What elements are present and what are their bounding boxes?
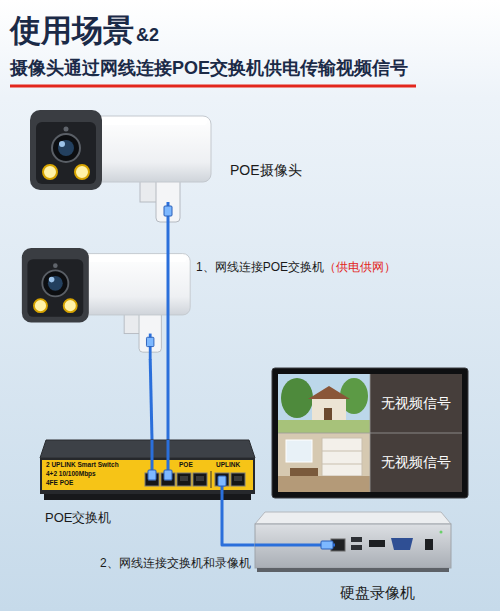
led-light	[64, 299, 77, 312]
poe-switch: POE交换机2 UPLINK Smart Switch4+2 10/100Mbp…	[40, 440, 255, 502]
camera-front	[30, 110, 102, 190]
video-recorder: 硬盘录像机	[255, 512, 451, 572]
video-cell	[370, 374, 462, 433]
house	[312, 398, 346, 420]
cell-divider	[278, 433, 462, 434]
node-heading: 硬盘录像机	[340, 584, 415, 602]
switch-panel	[42, 460, 253, 490]
camera-highlight	[88, 118, 207, 125]
monitor-frame	[272, 368, 468, 498]
ethernet-port	[231, 473, 245, 486]
screen-text: 无视频信号	[370, 433, 462, 492]
panel-text: 4FE POE	[46, 479, 73, 487]
step-note-highlight: （供电供网）	[324, 260, 396, 274]
port-label: POE	[179, 461, 193, 469]
camera-front	[22, 248, 89, 322]
poe-camera: POE摄像头	[28, 110, 213, 230]
lens-glint	[59, 141, 65, 147]
cable-plug	[218, 476, 226, 486]
port-label: UPLINK	[216, 461, 240, 469]
window	[286, 440, 312, 462]
camera-highlight	[76, 255, 187, 262]
panel-text: 2 UPLINK Smart Switch	[46, 461, 119, 469]
table	[290, 468, 318, 476]
usb-port	[351, 537, 362, 542]
camera-face	[36, 122, 96, 184]
roof	[308, 386, 350, 399]
ethernet-port	[215, 473, 229, 486]
lens-glass	[48, 276, 63, 291]
title-underline	[10, 85, 416, 88]
camera-body	[84, 116, 211, 182]
subtitle: 摄像头通过网线连接POE交换机供电传输视频信号	[10, 58, 408, 80]
lens-glass	[58, 140, 74, 156]
ethernet-port	[193, 473, 207, 486]
cable-plug	[146, 337, 153, 346]
cable-plug	[164, 206, 172, 216]
video-feed	[278, 374, 370, 433]
tree	[281, 378, 313, 418]
shelf-line	[322, 464, 362, 465]
page-title: 使用场景	[10, 12, 134, 49]
lens	[42, 270, 68, 296]
cable-plug	[148, 470, 156, 480]
panel-text: 4+2 10/100Mbps	[46, 470, 96, 478]
recorder-top	[255, 512, 451, 524]
camera-body	[72, 254, 190, 315]
title-suffix: &2	[136, 25, 159, 47]
video-cell	[370, 433, 462, 492]
cable-plug	[164, 470, 172, 480]
video-recorder-drawing	[255, 512, 451, 572]
poe-camera-illustration	[22, 248, 190, 360]
port-contact	[180, 476, 188, 481]
status-led	[440, 531, 443, 534]
power-port	[425, 539, 433, 550]
ethernet-port	[177, 473, 191, 486]
lawn	[278, 420, 370, 433]
recorder-base	[257, 568, 449, 572]
hdmi-port	[369, 540, 385, 547]
led-light	[34, 299, 47, 312]
cable-plug	[321, 541, 333, 549]
door	[324, 408, 332, 420]
led-light	[43, 165, 57, 179]
lens	[52, 134, 80, 162]
step-note: 2、网线连接交换机和录像机	[100, 556, 251, 570]
recorder-front	[255, 524, 451, 568]
node-heading: POE摄像头	[230, 162, 302, 179]
light-sensor	[53, 263, 58, 268]
camera-face	[27, 259, 83, 317]
poe-camera-drawing	[28, 110, 213, 230]
panel-divider	[211, 471, 212, 488]
led-light	[75, 165, 89, 179]
shelf-line	[322, 451, 362, 452]
screen-text: 无视频信号	[370, 374, 462, 433]
lens-glint	[49, 277, 55, 283]
network-cable	[150, 359, 152, 440]
monitor: 无视频信号无视频信号	[272, 368, 468, 498]
switch-top	[40, 440, 255, 458]
switch-base	[44, 494, 251, 500]
network-cable	[222, 502, 255, 545]
video-feed	[278, 433, 370, 492]
monitor-drawing	[272, 368, 468, 498]
vga-port	[391, 538, 413, 550]
network-cable	[167, 230, 170, 440]
node-heading: POE交换机	[45, 510, 111, 526]
step-note: 1、网线连接POE交换机	[196, 260, 324, 274]
port-contact	[234, 476, 242, 481]
port-contact	[196, 476, 204, 481]
light-sensor	[64, 127, 69, 132]
usb-port	[351, 545, 362, 550]
floor	[278, 476, 370, 492]
shelf	[322, 438, 362, 476]
